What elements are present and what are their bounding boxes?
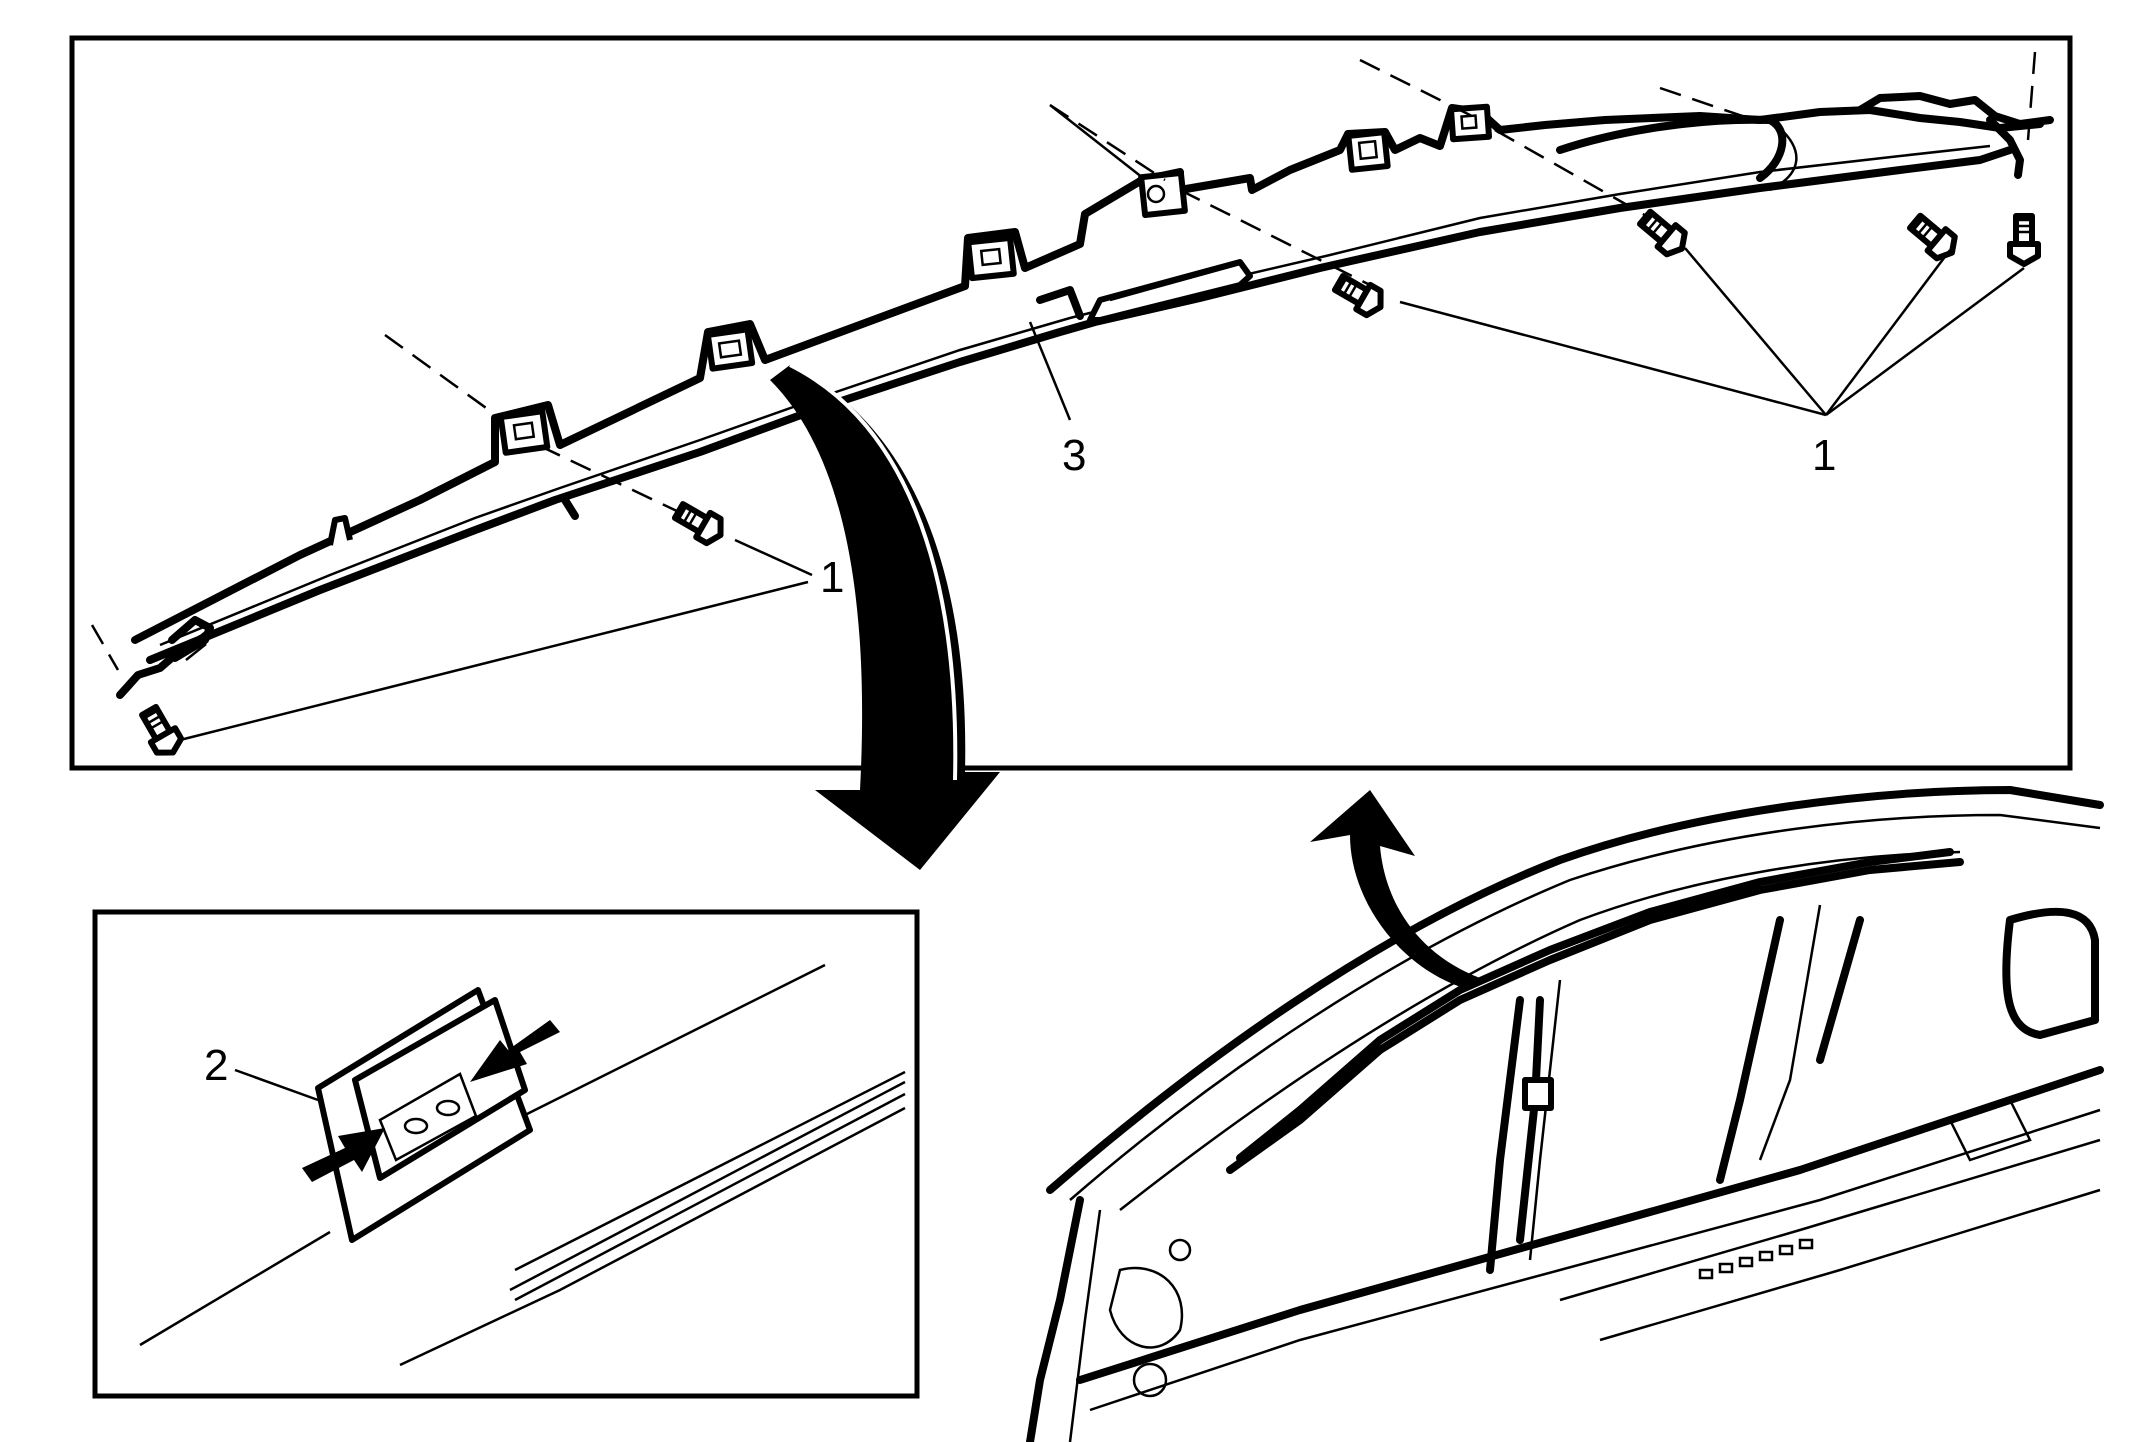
callout-fastener-lower: 1 [820,553,844,602]
callout-airbag: 3 [1062,431,1086,480]
mounting-tab [497,408,551,456]
mounting-tab [965,234,1017,282]
bolt-icon [1331,273,1384,319]
squeeze-arrow-icon [470,1020,560,1082]
clip-detail-panel: 2 [92,909,920,1399]
mounting-tabs [497,103,1493,456]
alignment-lines [90,51,2037,671]
bolt-icon [671,501,724,547]
mounting-tab [1345,129,1391,173]
curved-arrow-to-main-panel [1310,790,1480,990]
bolt-icon [2007,213,2041,267]
bolt-icon [139,703,185,756]
curved-arrow-to-clip-detail [770,365,1000,870]
mounting-tab [1447,103,1493,143]
main-detail-panel: 1 1 3 [69,35,2073,1097]
mounting-tab [1138,170,1188,218]
callout-fastener-upper: 1 [1812,431,1836,480]
roof-rail-airbag [116,92,2054,699]
floor-panel-slots [1698,1238,1814,1280]
mounting-tab [704,326,756,372]
callout-clip: 2 [204,1041,228,1090]
squeeze-arrow-icon [302,1128,385,1182]
bolt-icon [1637,208,1688,258]
vehicle-body-overview [1026,786,2104,1442]
